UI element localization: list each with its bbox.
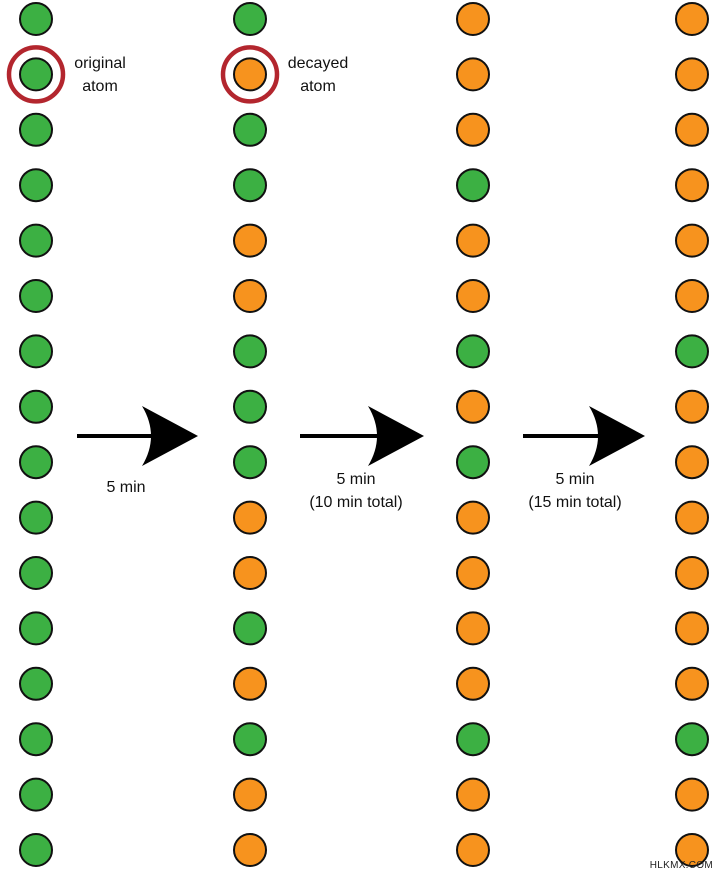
step-1-label: 5 min <box>86 476 166 499</box>
decayed-atom <box>456 389 490 424</box>
legend-decayed-label: decayed atom <box>276 52 360 98</box>
decayed-atom <box>675 279 709 313</box>
arrow-head <box>142 406 198 466</box>
original-atom <box>19 445 53 480</box>
decayed-atom <box>233 500 267 535</box>
legend-original-label: original atom <box>62 52 138 98</box>
decayed-atom <box>675 556 709 590</box>
original-atom <box>19 611 53 646</box>
decayed-atom-highlight-ring <box>220 45 280 104</box>
original-atom <box>19 833 53 867</box>
decayed-atom <box>456 112 490 147</box>
decayed-atom <box>675 666 709 701</box>
decayed-atom <box>456 223 490 258</box>
original-atom <box>19 57 53 92</box>
original-atom <box>233 722 267 757</box>
step-2-label: 5 min (10 min total) <box>296 468 416 514</box>
decayed-atom <box>456 279 490 313</box>
original-atom-highlight-ring <box>6 45 66 104</box>
legend-original-line1: original <box>74 55 126 72</box>
original-atom <box>19 223 53 258</box>
decayed-atom <box>456 611 490 646</box>
legend-decayed-line1: decayed <box>287 55 349 72</box>
original-atom <box>675 334 709 369</box>
original-atom <box>233 168 267 203</box>
original-atom <box>233 2 267 36</box>
decayed-atom <box>675 2 709 36</box>
original-atom <box>456 168 490 203</box>
decayed-atom <box>233 223 267 258</box>
original-atom <box>233 445 267 480</box>
original-atom <box>19 168 53 203</box>
decayed-atom <box>675 833 709 867</box>
arrow-3 <box>523 406 645 466</box>
step-3-line2: (15 min total) <box>528 494 622 511</box>
decayed-atom <box>456 666 490 701</box>
decayed-atom <box>456 57 490 92</box>
original-atom <box>19 666 53 701</box>
decayed-atom <box>233 777 267 812</box>
legend-decayed-line2: atom <box>300 78 336 95</box>
decayed-atom <box>675 445 709 480</box>
arrow-2 <box>300 406 424 466</box>
decayed-atom <box>456 777 490 812</box>
original-atom <box>456 722 490 757</box>
original-atom <box>19 777 53 812</box>
decayed-atom <box>456 500 490 535</box>
decayed-atom <box>456 556 490 590</box>
decayed-atom <box>233 666 267 701</box>
decayed-atom <box>233 279 267 313</box>
decayed-atom <box>675 389 709 424</box>
decayed-atom <box>675 500 709 535</box>
step-3-label: 5 min (15 min total) <box>515 468 635 514</box>
original-atom <box>233 389 267 424</box>
original-atom <box>19 2 53 36</box>
original-atom <box>19 500 53 535</box>
arrow-1 <box>77 406 198 466</box>
original-atom <box>456 334 490 369</box>
decayed-atom <box>675 611 709 646</box>
original-atom <box>675 722 709 757</box>
step-1-line1: 5 min <box>106 479 146 496</box>
decayed-atom <box>456 833 490 867</box>
arrow-head <box>368 406 424 466</box>
decayed-atom <box>233 556 267 590</box>
decayed-atom <box>233 57 267 92</box>
original-atom <box>233 611 267 646</box>
arrow-head <box>589 406 645 466</box>
step-3-line1: 5 min <box>555 471 595 488</box>
legend-original-line2: atom <box>82 78 118 95</box>
decayed-atom <box>233 833 267 867</box>
original-atom <box>233 112 267 147</box>
original-atom <box>19 279 53 313</box>
decayed-atom <box>675 168 709 203</box>
decayed-atom <box>675 112 709 147</box>
step-2-line1: 5 min <box>336 471 376 488</box>
original-atom <box>19 112 53 147</box>
watermark: HLKMX.COM <box>649 860 713 871</box>
step-2-line2: (10 min total) <box>309 494 403 511</box>
original-atom <box>19 389 53 424</box>
decayed-atom <box>675 57 709 92</box>
decayed-atom <box>675 223 709 258</box>
original-atom <box>19 556 53 590</box>
original-atom <box>19 334 53 369</box>
original-atom <box>19 722 53 757</box>
decayed-atom <box>456 2 490 36</box>
original-atom <box>233 334 267 369</box>
decayed-atom <box>675 777 709 812</box>
original-atom <box>456 445 490 480</box>
